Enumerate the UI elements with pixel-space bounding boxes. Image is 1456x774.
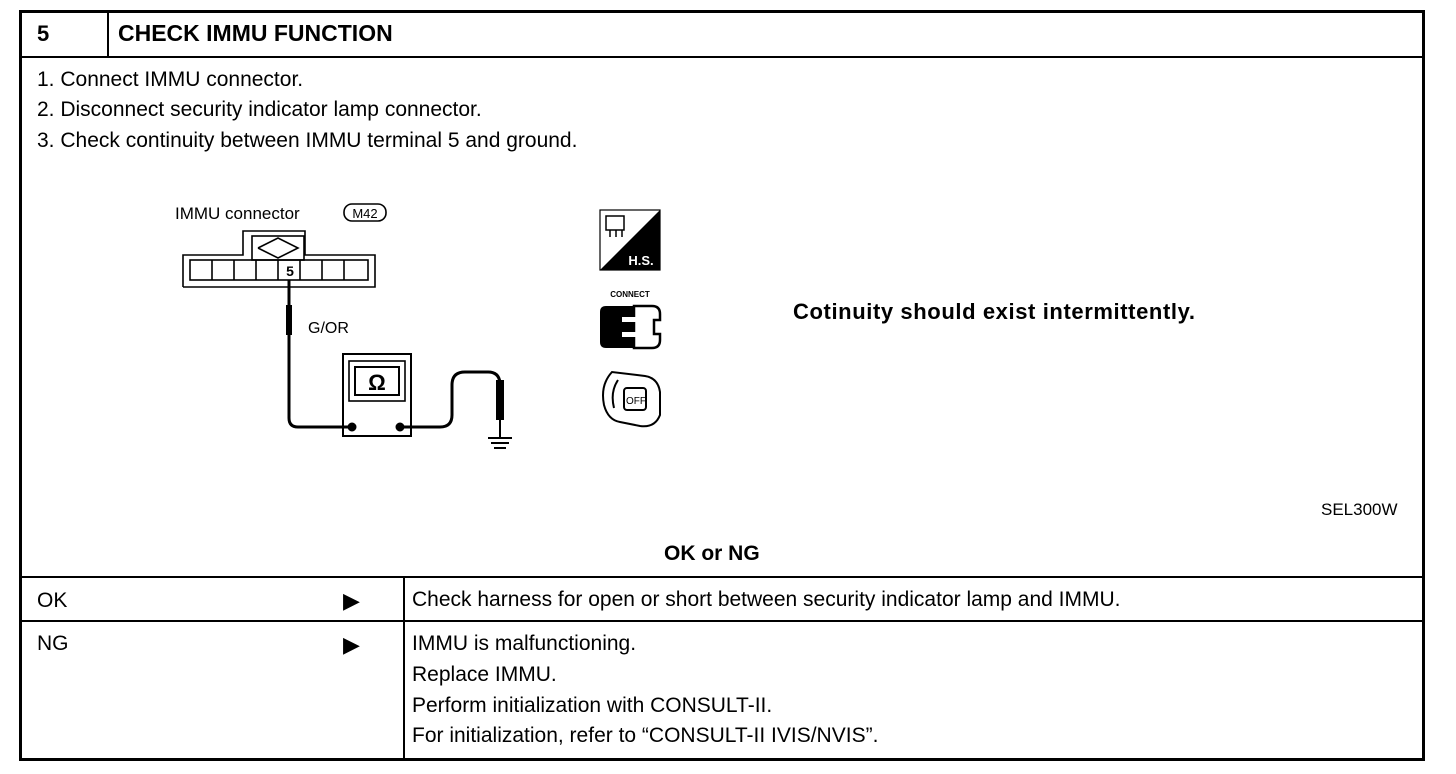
result-ng-line-3: Perform initialization with CONSULT-II. — [412, 694, 773, 717]
decision-title: OK or NG — [664, 542, 760, 565]
result-ng-line-2: Replace IMMU. — [412, 663, 557, 686]
step-number: 5 — [37, 21, 50, 46]
results-row-divider — [19, 620, 1425, 622]
results-column-divider — [403, 576, 405, 761]
procedure-frame — [19, 10, 1425, 761]
result-ng-line-1: IMMU is malfunctioning. — [412, 632, 637, 655]
instruction-2: 2. Disconnect security indicator lamp co… — [37, 98, 482, 121]
instruction-3: 3. Check continuity between IMMU termina… — [37, 129, 578, 152]
results-top-divider — [19, 576, 1425, 578]
result-ng-arrow-icon: ▶ — [343, 632, 360, 657]
result-ng-line-4: For initialization, refer to “CONSULT-II… — [412, 724, 879, 747]
header-column-divider — [107, 10, 109, 57]
result-ok-arrow-icon: ▶ — [343, 588, 360, 613]
figure-code: SEL300W — [1321, 500, 1398, 519]
step-title: CHECK IMMU FUNCTION — [118, 20, 393, 46]
continuity-note: Cotinuity should exist intermittently. — [793, 299, 1196, 324]
result-ok-text: Check harness for open or short between … — [412, 588, 1121, 611]
header-divider — [19, 56, 1425, 58]
instruction-1: 1. Connect IMMU connector. — [37, 68, 304, 91]
result-ok-label: OK — [37, 589, 68, 612]
result-ng-label: NG — [37, 632, 69, 655]
